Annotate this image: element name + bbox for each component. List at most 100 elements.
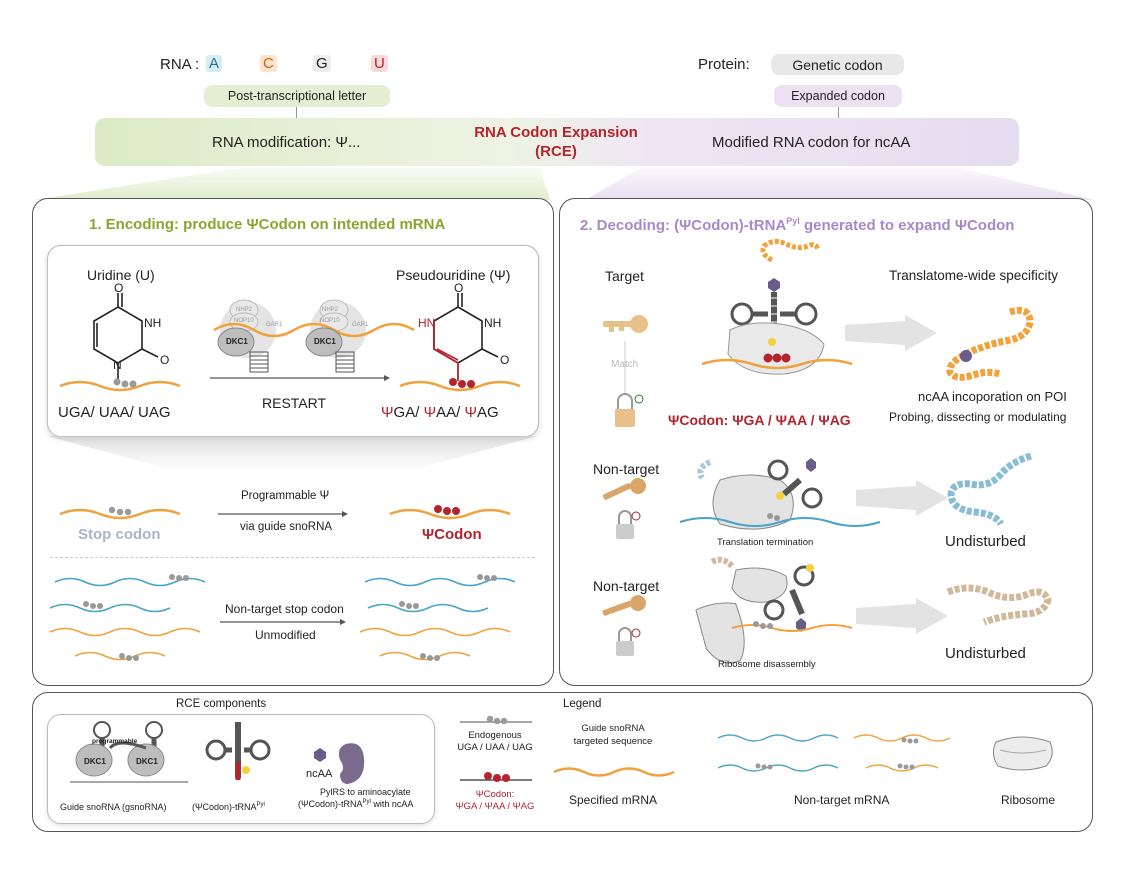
guide-seq-label-2: targeted sequence bbox=[573, 736, 653, 747]
letter-c: C bbox=[260, 55, 277, 72]
endogenous-label: Endogenous bbox=[468, 730, 522, 741]
letter-g: G bbox=[313, 55, 331, 72]
probing-label: Probing, dissecting or modulating bbox=[889, 410, 1067, 424]
non-target-strands bbox=[49, 574, 516, 661]
trna-icon bbox=[205, 722, 271, 780]
stop-codon-label: Stop codon bbox=[78, 526, 161, 543]
encoding-divider bbox=[50, 557, 535, 558]
undisturbed-label-1: Undisturbed bbox=[945, 533, 1026, 550]
uridine-label: Uridine (U) bbox=[87, 267, 155, 283]
psi-codon-target-line: ΨCodon: ΨGA / ΨAA / ΨAG bbox=[668, 412, 851, 428]
decoding-title: 2. Decoding: (ΨCodon)-tRNAPyl generated … bbox=[580, 216, 1015, 234]
programmable-psi-label: Programmable Ψ bbox=[241, 490, 330, 502]
non-target-mrna-strands bbox=[717, 734, 951, 772]
rna-modification-text: RNA modification: Ψ... bbox=[212, 134, 361, 151]
specified-mrna-label: Specified mRNA bbox=[568, 793, 658, 807]
target-trna-ribosome bbox=[701, 238, 853, 375]
pseudouridine-structure bbox=[433, 293, 499, 381]
endogenous-codons: UGA / UAA / UAG bbox=[457, 742, 533, 753]
ncaa-comp-label: ncAA bbox=[306, 768, 333, 780]
dkc1-label-1: DKC1 bbox=[226, 337, 248, 346]
pylrs-label-2: (ΨCodon)-tRNAPyl with ncAA bbox=[298, 799, 414, 809]
nop10-label-1: NOP10 bbox=[234, 318, 254, 324]
non-target-mrna-label: Non-target mRNA bbox=[794, 793, 890, 807]
nhp2-label-2: NHP2 bbox=[322, 307, 339, 313]
letter-a: A bbox=[206, 55, 223, 72]
protein-label: Protein: bbox=[698, 56, 750, 73]
encoding-mrna-strands bbox=[59, 378, 521, 392]
specified-mrna-strand bbox=[553, 767, 675, 777]
non-target-key-lock-2 bbox=[602, 595, 646, 656]
encoding-detail-box bbox=[47, 245, 539, 437]
stop-codons-text: UGA/ UAA/ UAG bbox=[58, 404, 171, 421]
poi-chain bbox=[946, 306, 1034, 381]
match-label: Match bbox=[611, 359, 639, 370]
target-key-lock bbox=[603, 315, 648, 427]
uridine-structure bbox=[93, 293, 159, 381]
nhp2-label-1: NHP2 bbox=[236, 307, 253, 313]
target-arrow bbox=[845, 315, 937, 351]
target-label: Target bbox=[605, 268, 644, 284]
pseudo-o-top: O bbox=[454, 281, 464, 295]
dkc1-comp-2: DKC1 bbox=[136, 757, 158, 766]
nop10-label-2: NOP10 bbox=[320, 318, 340, 324]
non-target-arrow-1 bbox=[856, 480, 948, 516]
programmable-label: programmable bbox=[92, 738, 138, 745]
via-guide-label: via guide snoRNA bbox=[240, 521, 333, 533]
non-target-arrow-2 bbox=[856, 598, 948, 634]
termination-ribosome bbox=[679, 458, 881, 530]
undisturbed-chain-2 bbox=[946, 584, 1052, 626]
modified-codon-text: Modified RNA codon for ncAA bbox=[712, 134, 911, 151]
programmable-row-strands bbox=[59, 505, 511, 520]
psi-codon-legend-strand bbox=[460, 772, 532, 782]
psi-codon-legend-list: ΨGA / ΨAA / ΨAG bbox=[455, 801, 535, 812]
ncaa-incorporation-label: ncAA incoporation on POI bbox=[918, 389, 1067, 404]
unmodified-label: Unmodified bbox=[255, 628, 316, 642]
gsnorna-icon bbox=[70, 721, 188, 783]
restart-label: RESTART bbox=[262, 395, 327, 411]
ncaa-pylrs-icon bbox=[314, 743, 365, 784]
specificity-label: Translatome-wide specificity bbox=[889, 268, 1059, 283]
ribosome-disassembly-label: Ribosome disassembly bbox=[718, 659, 816, 670]
ribosome-label: Ribosome bbox=[1001, 793, 1056, 807]
gsnorna-label: Guide snoRNA (gsnoRNA) bbox=[60, 802, 167, 812]
letter-u: U bbox=[371, 55, 388, 72]
non-target-stop-label: Non-target stop codon bbox=[225, 602, 344, 616]
uridine-o-right: O bbox=[160, 353, 170, 367]
post-transcriptional-pill: Post-transcriptional letter bbox=[204, 85, 390, 107]
rce-abbr: (RCE) bbox=[535, 143, 577, 160]
uridine-nh: NH bbox=[144, 316, 162, 330]
rce-title: RNA Codon Expansion bbox=[474, 124, 638, 141]
undisturbed-label-2: Undisturbed bbox=[945, 645, 1026, 662]
guide-seq-label-1: Guide snoRNA bbox=[581, 723, 645, 734]
encoding-fade bbox=[47, 436, 537, 470]
uridine-o-top: O bbox=[114, 281, 124, 295]
dkc1-label-2: DKC1 bbox=[314, 337, 336, 346]
pylrs-label-1: PylRS to aminoacylate bbox=[320, 787, 411, 797]
dkc1-comp-1: DKC1 bbox=[84, 757, 106, 766]
undisturbed-chain-1 bbox=[947, 452, 1033, 527]
rna-label: RNA : bbox=[160, 56, 200, 73]
connector-right bbox=[838, 107, 839, 119]
pseudouridine-label: Pseudouridine (Ψ) bbox=[396, 267, 511, 283]
decoding-panel bbox=[559, 198, 1093, 686]
non-target-label-2: Non-target bbox=[593, 578, 660, 594]
psi-codon-label: ΨCodon bbox=[422, 526, 482, 543]
psi-codons-text: ΨGA/ ΨAA/ ΨAG bbox=[381, 404, 499, 421]
legend-label: Legend bbox=[563, 698, 602, 710]
disassembly-ribosome bbox=[695, 556, 853, 664]
encoding-title: 1. Encoding: produce ΨCodon on intended … bbox=[89, 216, 446, 233]
pseudo-nh: NH bbox=[484, 316, 502, 330]
non-target-label-1: Non-target bbox=[593, 461, 660, 477]
connector-left bbox=[296, 107, 297, 119]
rce-banner bbox=[95, 118, 1019, 166]
gar1-label-2: GAR1 bbox=[352, 322, 369, 328]
trna-comp-label: (ΨCodon)-tRNAPyl bbox=[192, 802, 265, 812]
expanded-codon-pill: Expanded codon bbox=[774, 85, 902, 107]
snornp-complex bbox=[210, 299, 415, 381]
gar1-label-1: GAR1 bbox=[266, 322, 283, 328]
rce-components-label: RCE components bbox=[176, 698, 267, 710]
psi-codon-legend-label: ΨCodon: bbox=[475, 789, 515, 800]
endogenous-legend-strand bbox=[460, 715, 532, 725]
